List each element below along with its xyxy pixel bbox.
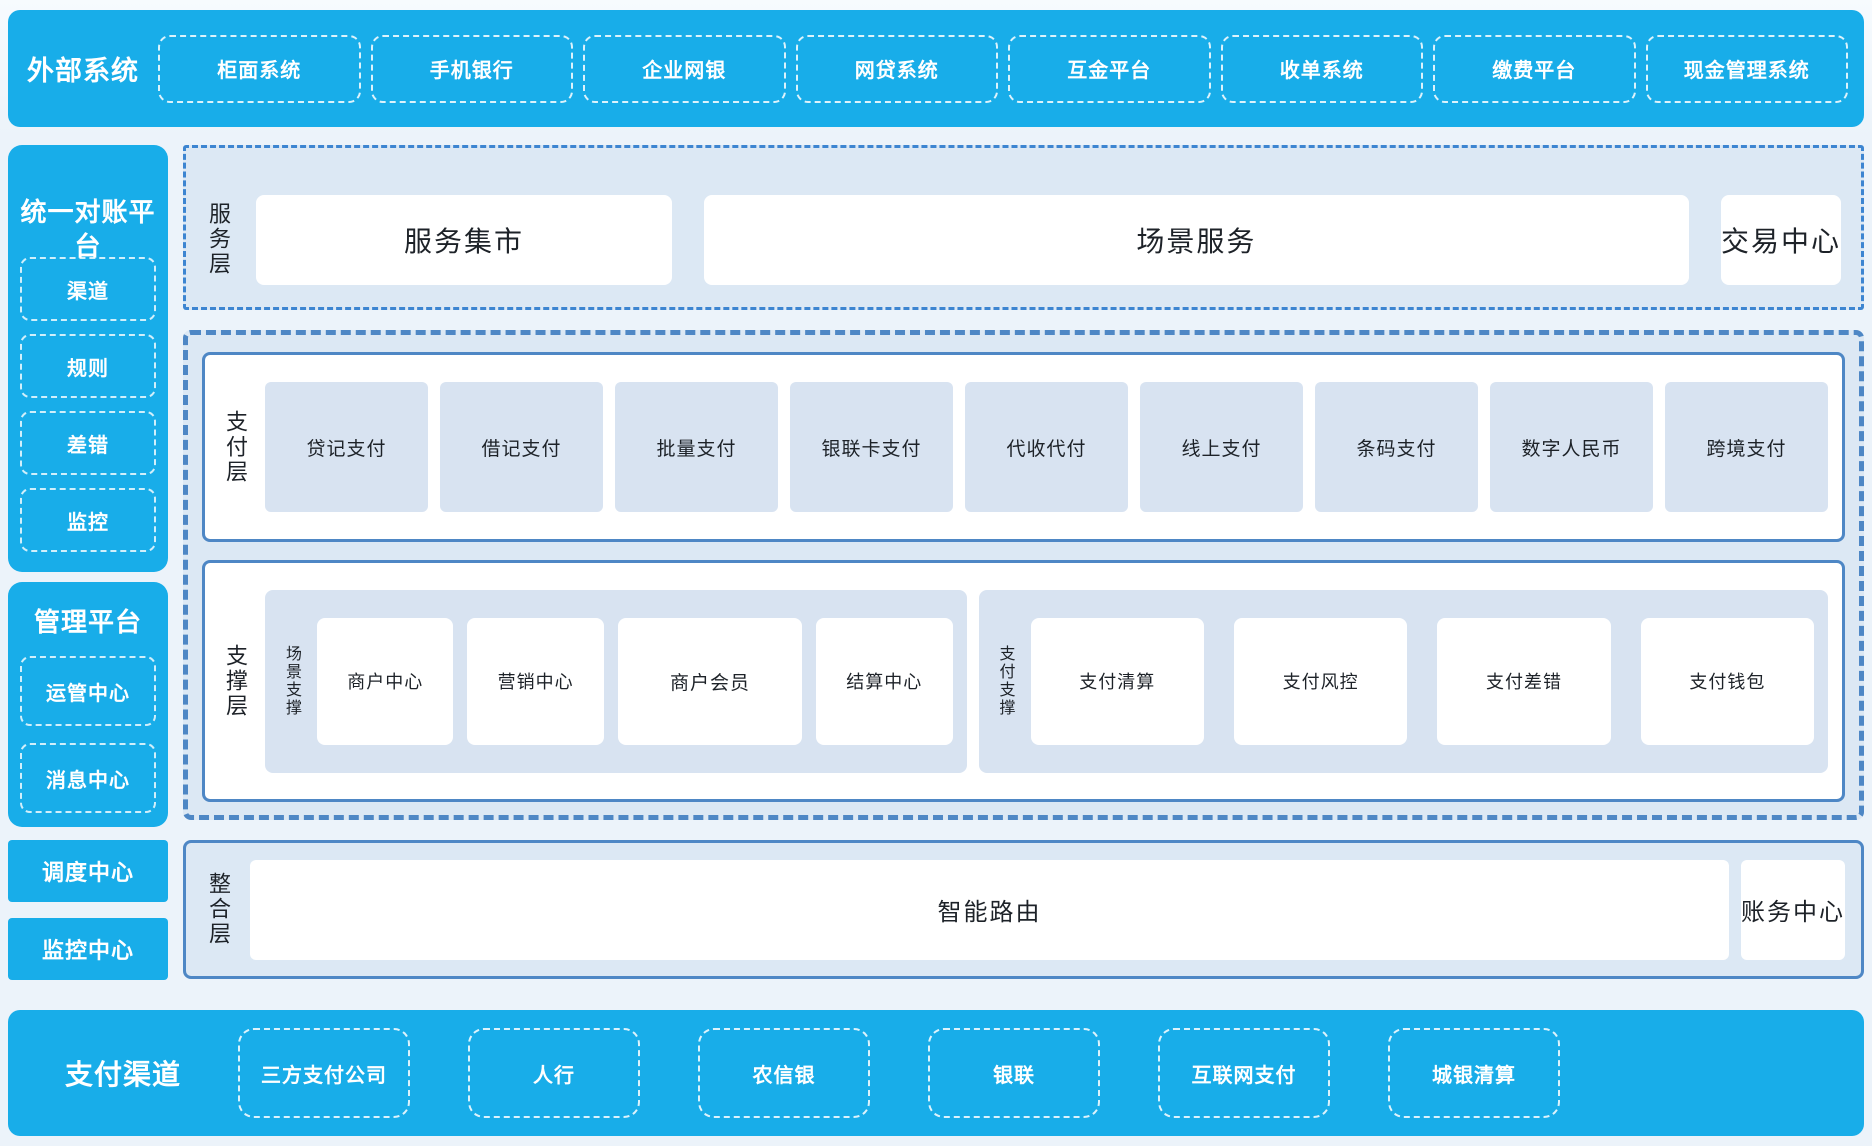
diagram-body: 统一对账平台 渠道 规则 差错 监控 管理平台	[8, 145, 1864, 980]
payment-support-node: 支付差错	[1437, 617, 1611, 745]
service-layer-items: 服务集市 场景服务 交易中心	[256, 194, 1841, 285]
support-groups: 场景支撑 商户中心 营销中心 商户会员 结算中心	[265, 589, 1828, 773]
payment-layer: 支付层 贷记支付 借记支付 批量支付 银联卡支付 代收代付	[202, 352, 1845, 542]
support-layer: 支撑层 场景支撑 商户中心 营销中心 商户会员	[202, 560, 1845, 802]
core-layers-wrapper: 支付层 贷记支付 借记支付 批量支付 银联卡支付 代收代付	[183, 330, 1864, 820]
reconciliation-node: 规则	[20, 334, 156, 398]
scene-support-node: 商户中心	[317, 617, 454, 745]
dispatch-center-block: 调度中心	[8, 840, 168, 902]
scene-support-node: 商户会员	[617, 617, 803, 745]
external-system-node: 收单系统	[1220, 34, 1423, 103]
payment-node: 借记支付	[440, 382, 603, 512]
payment-node: 跨境支付	[1665, 382, 1828, 512]
service-node: 场景服务	[703, 194, 1689, 285]
scene-support-group: 场景支撑 商户中心 营销中心 商户会员 结算中心	[265, 589, 967, 773]
scene-support-node: 结算中心	[816, 617, 953, 745]
external-system-node: 柜面系统	[158, 34, 361, 103]
integration-layer-items: 智能路由 账务中心	[250, 859, 1845, 960]
service-layer: 服务层 服务集市 场景服务 交易中心	[183, 145, 1864, 310]
reconciliation-node: 差错	[20, 411, 156, 475]
payment-channel-node: 城银清算	[1388, 1028, 1560, 1118]
payment-layer-items: 贷记支付 借记支付 批量支付 银联卡支付 代收代付 线上支付 条码支付	[265, 382, 1828, 512]
payment-channel-node: 银联	[928, 1028, 1100, 1118]
external-system-node: 网贷系统	[795, 34, 998, 103]
external-system-node: 现金管理系统	[1645, 34, 1848, 103]
payment-support-node: 支付风控	[1233, 617, 1408, 745]
monitor-center-block: 监控中心	[8, 918, 168, 980]
management-items: 运管中心 消息中心	[20, 656, 156, 813]
left-platforms-column: 统一对账平台 渠道 规则 差错 监控 管理平台	[8, 145, 168, 980]
management-platform-block: 管理平台 运管中心 消息中心	[8, 582, 168, 827]
payment-support-node: 支付钱包	[1640, 617, 1815, 745]
payment-node: 银联卡支付	[790, 382, 953, 512]
payment-node: 批量支付	[615, 382, 778, 512]
external-system-node: 缴费平台	[1433, 34, 1636, 103]
payment-support-items: 支付清算 支付风控 支付差错 支付钱包	[1030, 617, 1815, 745]
payment-channel-node: 三方支付公司	[238, 1028, 410, 1118]
external-systems-label: 外部系统	[27, 56, 139, 86]
scene-support-label: 场景支撑	[283, 645, 300, 717]
management-node: 消息中心	[20, 743, 156, 813]
reconciliation-platform-block: 统一对账平台 渠道 规则 差错 监控	[8, 145, 168, 572]
integration-layer-label: 整合层	[206, 872, 231, 947]
payment-channels-bar: 支付渠道 三方支付公司 人行 农信银 银联 互联网支付 城银清算	[8, 1010, 1864, 1136]
payment-channel-node: 互联网支付	[1158, 1028, 1330, 1118]
scene-support-node: 营销中心	[467, 617, 604, 745]
payment-node: 条码支付	[1315, 382, 1478, 512]
payment-node: 贷记支付	[265, 382, 428, 512]
payment-node: 数字人民币	[1490, 382, 1653, 512]
service-node: 服务集市	[256, 194, 672, 285]
support-layer-label: 支撑层	[223, 643, 248, 719]
payment-channels-label: 支付渠道	[64, 1059, 181, 1090]
external-system-node: 互金平台	[1008, 34, 1211, 103]
reconciliation-node: 监控	[20, 488, 156, 552]
payment-layer-label: 支付层	[223, 409, 248, 485]
external-systems-bar: 外部系统 柜面系统 手机银行 企业网银 网贷系统 互金平台 收单系统 缴费平台 …	[8, 10, 1864, 127]
payment-support-label: 支付支撑	[996, 645, 1014, 717]
reconciliation-platform-title: 统一对账平台	[20, 197, 156, 261]
scene-support-items: 商户中心 营销中心 商户会员 结算中心	[317, 617, 953, 745]
service-node: 交易中心	[1720, 194, 1841, 285]
layers-column: 服务层 服务集市 场景服务 交易中心 支付层	[183, 145, 1864, 980]
payment-node: 线上支付	[1140, 382, 1303, 512]
integration-node: 智能路由	[250, 859, 1729, 960]
external-system-node: 企业网银	[583, 34, 786, 103]
service-layer-label: 服务层	[206, 202, 231, 277]
payment-channel-node: 人行	[468, 1028, 640, 1118]
payment-channels-items: 三方支付公司 人行 农信银 银联 互联网支付 城银清算	[238, 1028, 1848, 1118]
reconciliation-node: 渠道	[20, 257, 156, 321]
payment-support-node: 支付清算	[1030, 617, 1204, 745]
external-system-node: 手机银行	[370, 34, 573, 103]
payment-support-group: 支付支撑 支付清算 支付风控 支付差错 支付钱包	[978, 589, 1828, 773]
integration-layer: 整合层 智能路由 账务中心	[183, 840, 1864, 979]
external-systems-items: 柜面系统 手机银行 企业网银 网贷系统 互金平台 收单系统 缴费平台 现金管理系…	[158, 34, 1848, 103]
payment-channel-node: 农信银	[698, 1028, 870, 1118]
payment-node: 代收代付	[965, 382, 1128, 512]
management-platform-title: 管理平台	[33, 607, 142, 637]
integration-node: 账务中心	[1741, 859, 1845, 960]
management-node: 运管中心	[20, 656, 156, 726]
reconciliation-items: 渠道 规则 差错 监控	[20, 257, 156, 552]
